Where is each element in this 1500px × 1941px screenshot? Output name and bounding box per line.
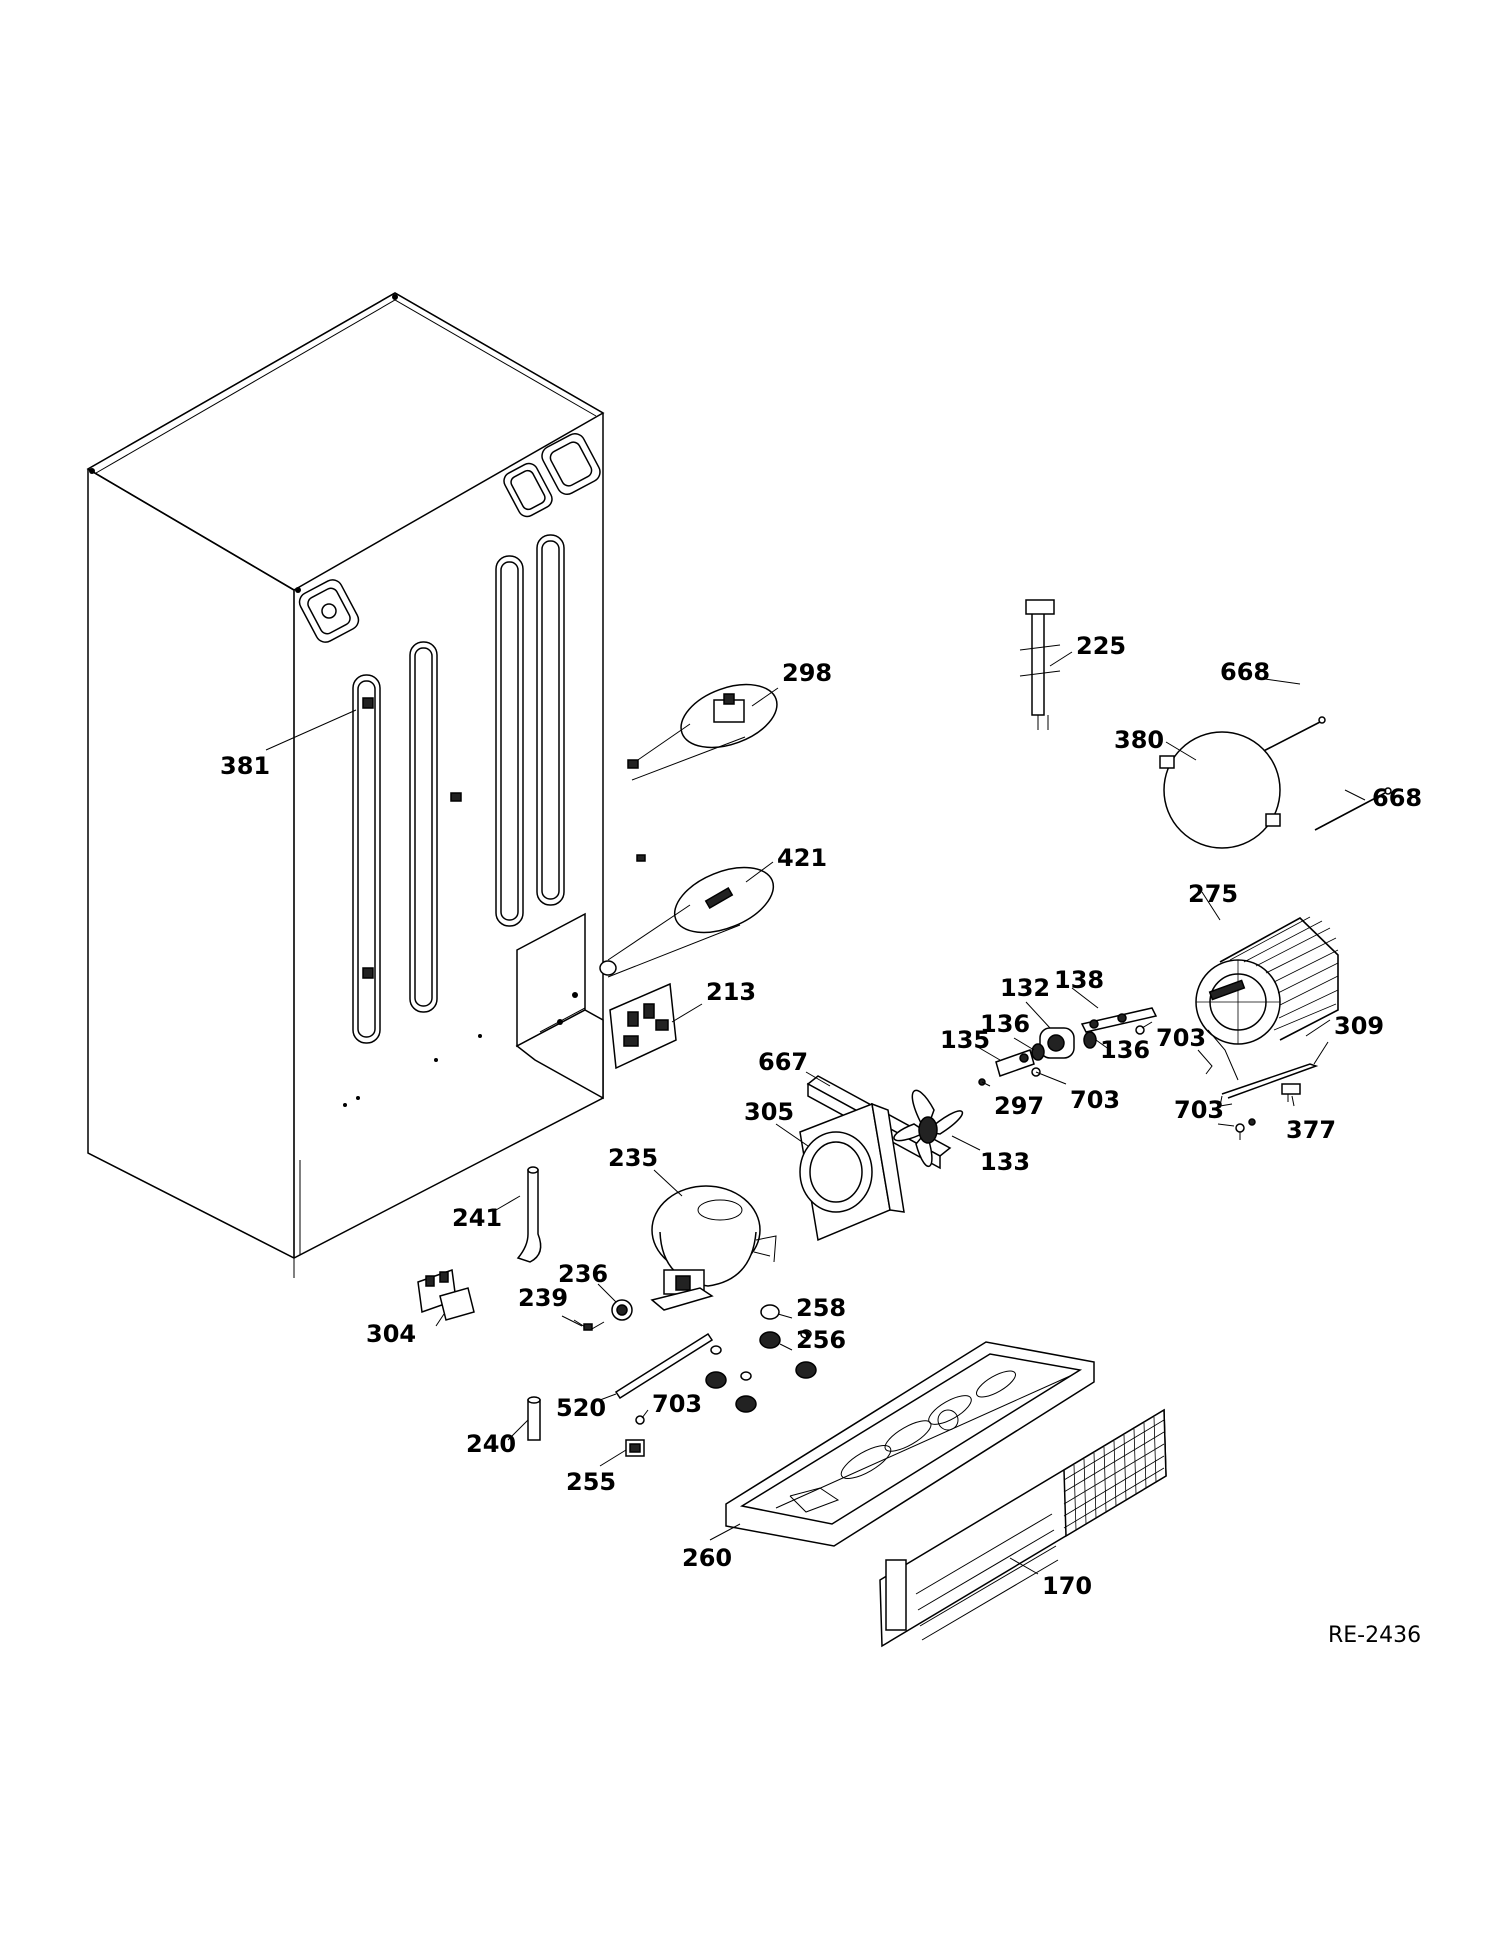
grommet-136	[1031, 1031, 1097, 1061]
capacitor-240	[527, 1396, 541, 1441]
label-133: 133	[980, 1148, 1030, 1176]
overload-236	[611, 1299, 633, 1321]
label-305: 305	[744, 1098, 794, 1126]
diagram-reference: RE-2436	[1328, 1623, 1421, 1648]
drain-tube-241	[516, 1166, 542, 1263]
label-235: 235	[608, 1144, 658, 1172]
label-667: 667	[758, 1048, 808, 1076]
refrigerator-cabinet	[86, 292, 605, 1278]
label-236: 236	[558, 1260, 608, 1288]
label-256: 256	[796, 1326, 846, 1354]
water-valve-304	[417, 1268, 475, 1321]
detail-callout-421	[599, 854, 775, 978]
label-703: 703	[652, 1390, 702, 1418]
label-703: 703	[1174, 1096, 1224, 1124]
clip-377	[1281, 1083, 1301, 1102]
relay-255	[625, 1439, 645, 1457]
fan-motor-132	[1039, 1027, 1075, 1059]
label-136: 136	[980, 1010, 1030, 1038]
label-240: 240	[466, 1430, 516, 1458]
label-297: 297	[994, 1092, 1044, 1120]
label-377: 377	[1286, 1116, 1336, 1144]
label-298: 298	[782, 659, 832, 687]
label-255: 255	[566, 1468, 616, 1496]
label-520: 520	[556, 1394, 606, 1422]
label-668: 668	[1372, 784, 1422, 812]
wire-309	[1197, 1049, 1319, 1107]
label-213: 213	[706, 978, 756, 1006]
compressor-235	[650, 1185, 777, 1311]
label-421: 421	[777, 844, 827, 872]
control-board-213	[609, 982, 677, 1070]
fan-shroud-380	[1159, 731, 1281, 849]
detail-callout-298	[627, 683, 778, 781]
label-275: 275	[1188, 880, 1238, 908]
harness-239	[573, 1319, 605, 1331]
label-135: 135	[940, 1026, 990, 1054]
label-170: 170	[1042, 1572, 1092, 1600]
fan-blade-133	[893, 1089, 963, 1168]
sensor-bracket-225	[1019, 599, 1061, 730]
fan-motor-bracket-138	[1080, 1007, 1158, 1033]
grille-170	[879, 1408, 1167, 1648]
label-132: 132	[1000, 974, 1050, 1002]
label-304: 304	[366, 1320, 416, 1348]
sleeve-520	[614, 1332, 714, 1400]
label-381: 381	[220, 752, 270, 780]
leader-lines	[265, 651, 1366, 1575]
part-labels: 381 298 421 213 225 668 668 380 275 138 …	[220, 632, 1422, 1648]
fan-shroud-305	[799, 1102, 905, 1242]
label-136: 136	[1100, 1036, 1150, 1064]
label-260: 260	[682, 1544, 732, 1572]
label-258: 258	[796, 1294, 846, 1322]
label-309: 309	[1334, 1012, 1384, 1040]
grommets-258-256	[705, 1304, 817, 1413]
label-241: 241	[452, 1204, 502, 1232]
condenser-coil-275	[1195, 916, 1339, 1081]
label-225: 225	[1076, 632, 1126, 660]
label-239: 239	[518, 1284, 568, 1312]
bracket-135	[995, 1049, 1035, 1077]
base-pan-260	[725, 1341, 1095, 1547]
label-668: 668	[1220, 658, 1270, 686]
label-703: 703	[1156, 1024, 1206, 1052]
screw-703-clip	[1235, 1118, 1256, 1140]
label-703: 703	[1070, 1086, 1120, 1114]
label-138: 138	[1054, 966, 1104, 994]
label-380: 380	[1114, 726, 1164, 754]
